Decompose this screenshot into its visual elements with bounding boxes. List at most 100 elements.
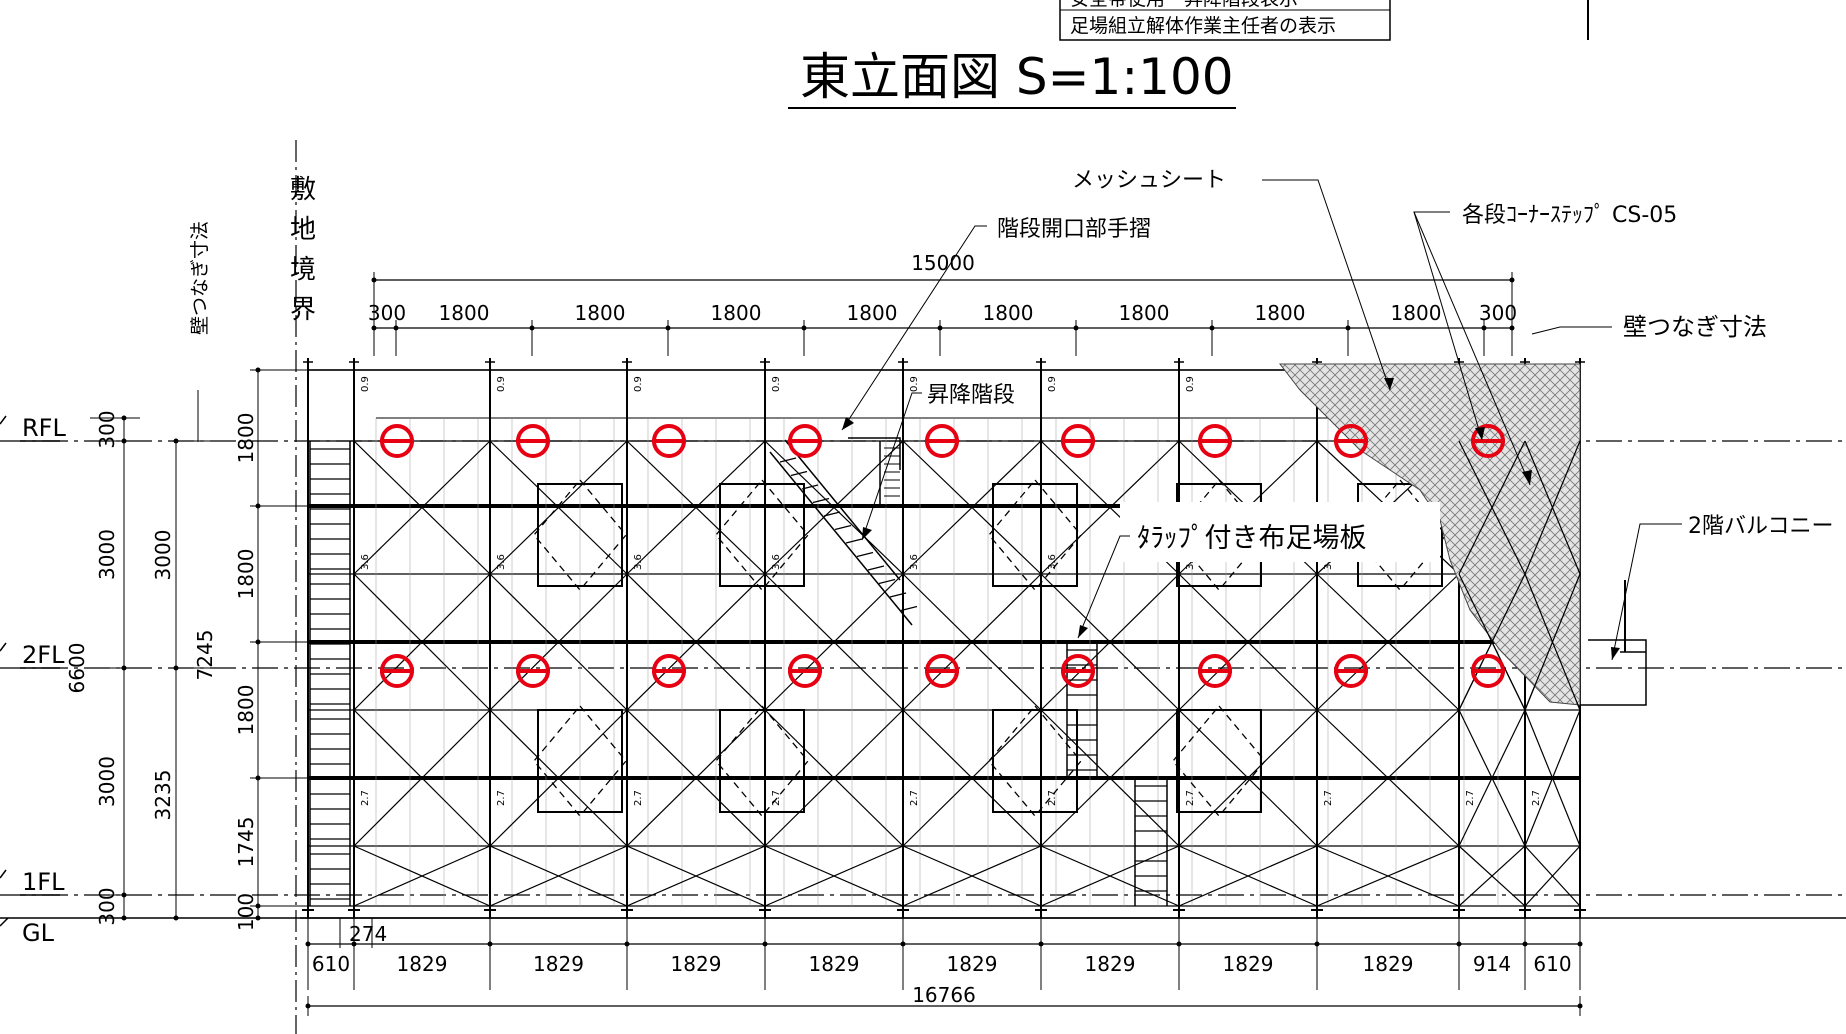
window-opening bbox=[992, 483, 1078, 587]
stair-tread bbox=[823, 511, 841, 517]
top-span-text: 1800 bbox=[575, 301, 626, 325]
stair-tread bbox=[812, 497, 830, 504]
wall-tie-markers bbox=[380, 424, 1505, 688]
left-outer-seg-text: 300 bbox=[95, 410, 119, 448]
bottom-span-text: 1829 bbox=[397, 952, 448, 976]
wall-tie-marker bbox=[788, 654, 822, 688]
stair-tread bbox=[889, 592, 907, 598]
site-boundary-char: 界 bbox=[290, 295, 316, 325]
wall-tie-marker bbox=[380, 424, 414, 458]
stair-tread bbox=[801, 484, 819, 490]
bottom-span-text: 1829 bbox=[1085, 952, 1136, 976]
annotation-corner-step: 各段ｺｰﾅｰｽﾃｯﾌﾟ CS-05 bbox=[1462, 203, 1677, 228]
legend-box: 安全帯使用・昇降階段表示 足場組立解体作業主任者の表示 bbox=[1059, 0, 1391, 41]
left-mid-seg-text: 3000 bbox=[151, 530, 175, 581]
level-label-gl: GL bbox=[22, 919, 55, 947]
level-label-2fl: 2FL bbox=[22, 641, 65, 669]
annotation-stair: 昇降階段 bbox=[927, 383, 1015, 408]
post-label: 3.6 bbox=[1323, 554, 1334, 570]
stair-tread bbox=[779, 457, 797, 463]
bottom-span-text: 610 bbox=[312, 952, 350, 976]
wall-tie-marker bbox=[1198, 424, 1232, 458]
stair-tread bbox=[845, 538, 863, 544]
left-outer-seg-text: 3000 bbox=[95, 529, 119, 580]
post-label: 2.7 bbox=[1047, 790, 1058, 806]
stair-tread bbox=[900, 605, 918, 612]
bottom-overall-text: 16766 bbox=[912, 983, 976, 1007]
bottom-span-text: 610 bbox=[1533, 952, 1571, 976]
bottom-span-text: 1829 bbox=[809, 952, 860, 976]
stair-tread bbox=[834, 524, 852, 531]
post-label: 2.7 bbox=[1185, 790, 1196, 806]
stair-guard bbox=[848, 437, 901, 470]
post-label: 0.9 bbox=[633, 376, 644, 392]
bottom-span-text: 1829 bbox=[671, 952, 722, 976]
post-label: 0.9 bbox=[909, 376, 920, 392]
left-outer-seg-text: 300 bbox=[95, 887, 119, 925]
level-label-1fl: 1FL bbox=[22, 868, 65, 896]
top-span-text: 300 bbox=[1479, 301, 1517, 325]
post-label: 3.6 bbox=[496, 554, 507, 570]
left-lift-text: 1800 bbox=[234, 413, 258, 464]
annotation-balcony: 2階バルコニー bbox=[1688, 514, 1834, 539]
annotation-wall-tie-dim: 壁つなぎ寸法 bbox=[1623, 313, 1767, 341]
wall-tie-marker bbox=[925, 424, 959, 458]
top-span-text: 1800 bbox=[847, 301, 898, 325]
post-label: 3.6 bbox=[360, 554, 371, 570]
post-label: 2.7 bbox=[633, 790, 644, 806]
window-opening bbox=[1176, 709, 1262, 813]
wall-tie-marker bbox=[1471, 424, 1505, 458]
post-label: 3.6 bbox=[909, 554, 920, 570]
left-mid-seg-text: 3235 bbox=[151, 770, 175, 821]
top-span-text: 1800 bbox=[1119, 301, 1170, 325]
post-label: 0.9 bbox=[771, 376, 782, 392]
site-boundary-label: 敷地境界 bbox=[290, 175, 316, 325]
building-openings bbox=[533, 478, 1447, 818]
annotation-plank: ﾀﾗｯﾌﾟ付き布足場板 bbox=[1137, 523, 1367, 554]
annotations: メッシュシート 各段ｺｰﾅｰｽﾃｯﾌﾟ CS-05 階段開口部手摺 昇降階段 壁… bbox=[841, 168, 1834, 661]
level-label-rfl: RFL bbox=[22, 414, 66, 442]
post-label: 0.9 bbox=[360, 376, 371, 392]
wall-tie-marker bbox=[516, 654, 550, 688]
post-label: 2.7 bbox=[1323, 790, 1334, 806]
top-span-text: 1800 bbox=[983, 301, 1034, 325]
post-label: 2.7 bbox=[909, 790, 920, 806]
site-boundary-char: 境 bbox=[290, 255, 316, 285]
wall-tie-marker bbox=[1061, 424, 1095, 458]
post-label: 3.6 bbox=[1185, 554, 1196, 570]
wall-tie-marker bbox=[516, 424, 550, 458]
left-lift-text: 1745 bbox=[234, 817, 258, 868]
wall-tie-marker bbox=[1061, 654, 1095, 688]
wall-tie-marker bbox=[1334, 654, 1368, 688]
site-boundary-char: 地 bbox=[290, 215, 316, 245]
bottom-span-text: 1829 bbox=[1363, 952, 1414, 976]
bottom-span-text: 1829 bbox=[533, 952, 584, 976]
window-opening bbox=[537, 709, 623, 813]
bottom-span-text: 1829 bbox=[1223, 952, 1274, 976]
stair-stringer bbox=[769, 451, 913, 626]
wall-tie-marker bbox=[652, 424, 686, 458]
stair-tread bbox=[867, 565, 885, 571]
top-span-text: 1800 bbox=[711, 301, 762, 325]
wall-tie-dim-label-vertical: 壁つなぎ寸法 bbox=[189, 221, 211, 335]
post-label: 2.7 bbox=[360, 790, 371, 806]
legend-line-1: 安全帯使用・昇降階段表示 bbox=[1070, 0, 1298, 10]
stair-stringer bbox=[784, 439, 901, 581]
wall-tie-marker bbox=[788, 424, 822, 458]
mesh-sheet-area bbox=[1278, 363, 1581, 706]
left-dimension-chains: 6600300300030003003000323572451800180018… bbox=[65, 367, 310, 931]
stair-handrail bbox=[879, 441, 904, 507]
wall-tie-marker bbox=[1471, 654, 1505, 688]
stair-tread bbox=[856, 551, 874, 558]
wall-tie-marker bbox=[1198, 654, 1232, 688]
balcony bbox=[1580, 580, 1647, 706]
post-label: 0.9 bbox=[496, 376, 507, 392]
post-label: 3.6 bbox=[633, 554, 644, 570]
left-lift-text: 1800 bbox=[234, 685, 258, 736]
left-outer-total-text: 6600 bbox=[65, 643, 89, 694]
post-label: 3.6 bbox=[771, 554, 782, 570]
ladders bbox=[309, 441, 1168, 906]
